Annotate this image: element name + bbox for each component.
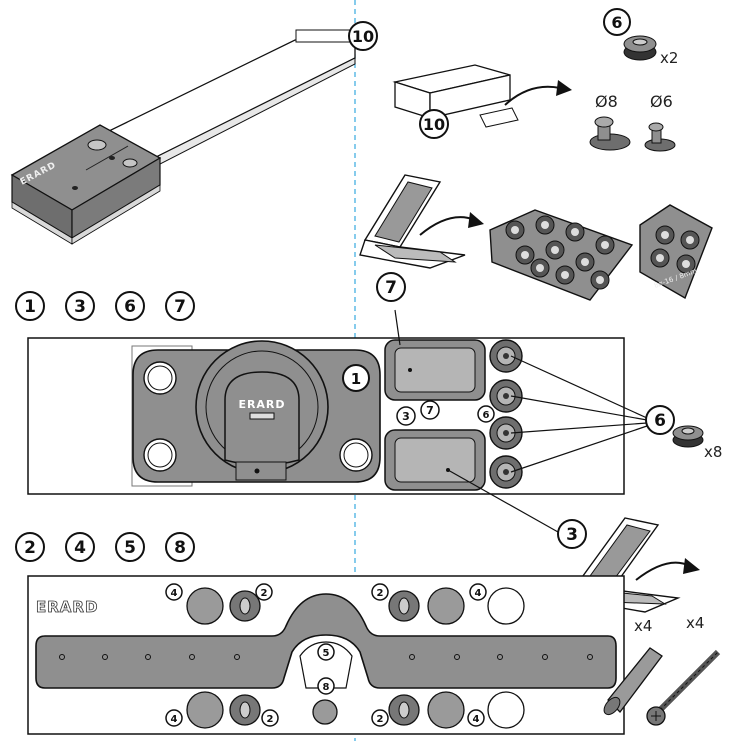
panel-logo: ERARD [36,598,98,616]
callout-6-small: 6 [477,405,495,423]
svg-text:6: 6 [611,13,622,32]
svg-text:4: 4 [473,714,480,725]
qty-x4-screw: x4 [686,614,704,632]
callout-7-small: 7 [420,400,440,420]
screw-size-8: Ø8 [595,92,618,111]
open-case-lower [574,517,700,613]
callout-1: 1 [342,364,370,392]
callout-7: 7 [376,272,406,302]
svg-text:4: 4 [171,714,178,725]
step-group-top: 1 3 6 7 [15,291,195,321]
svg-text:7: 7 [174,297,186,317]
grommet-sheet-small: 8ø-16 / 8mm [639,204,713,300]
svg-text:4: 4 [171,588,178,599]
svg-text:6: 6 [124,297,136,317]
svg-text:5: 5 [124,538,136,558]
svg-text:2: 2 [261,588,268,599]
svg-text:1: 1 [351,370,361,388]
open-case-top [359,174,484,269]
foot-pads [489,339,523,489]
leader-lines [394,309,648,533]
cable-cover-upper [384,339,486,401]
callout-3-right: 3 [557,519,587,549]
cable-cover-lower [384,429,486,491]
svg-text:8: 8 [174,538,186,558]
base-unit-in-box: ERARD [10,29,356,245]
callout-6-top: 6 [603,8,631,36]
wood-screw-icon [646,649,721,726]
foot-pad-top [623,35,657,61]
qty-x2: x2 [660,49,678,67]
svg-text:1: 1 [24,297,36,317]
svg-text:7: 7 [385,278,397,298]
screw-8-icon [589,116,631,151]
wall-plug-icon [603,647,663,716]
screw-size-6: Ø6 [650,92,673,111]
step-group-bottom: 2 4 5 8 [15,532,195,562]
qty-x8: x8 [704,443,722,461]
callout-6-right: 6 [645,405,675,435]
svg-text:4: 4 [74,538,86,558]
foot-pad-right [672,425,704,448]
callout-10-a: 10 [348,21,378,51]
svg-text:2: 2 [267,714,274,725]
mount-plate: ERARD [132,340,381,483]
svg-text:4: 4 [475,588,482,599]
svg-text:6: 6 [654,411,666,431]
small-callouts-bottom: 4 2 2 4 5 8 4 2 2 4 [165,583,487,727]
plate-logo: ERARD [238,398,285,411]
qty-x4-plug: x4 [634,617,652,635]
screw-6-icon [644,122,676,152]
svg-text:2: 2 [24,538,36,558]
svg-text:3: 3 [566,525,578,545]
small-box [392,64,519,128]
svg-text:2: 2 [377,714,384,725]
svg-text:10: 10 [423,115,445,134]
callout-3-small: 3 [396,406,416,426]
svg-text:5: 5 [323,648,330,659]
svg-text:6: 6 [483,410,490,421]
rail-fixings [186,587,525,729]
svg-text:3: 3 [402,410,410,423]
svg-text:10: 10 [352,27,374,46]
svg-text:3: 3 [74,297,86,317]
grommet-sheet-large [489,209,634,301]
wall-rail [35,593,617,689]
callout-10-b: 10 [419,109,449,139]
open-arrow-top [504,80,572,106]
svg-text:2: 2 [377,588,384,599]
svg-text:7: 7 [426,404,434,417]
svg-text:8: 8 [323,682,330,693]
